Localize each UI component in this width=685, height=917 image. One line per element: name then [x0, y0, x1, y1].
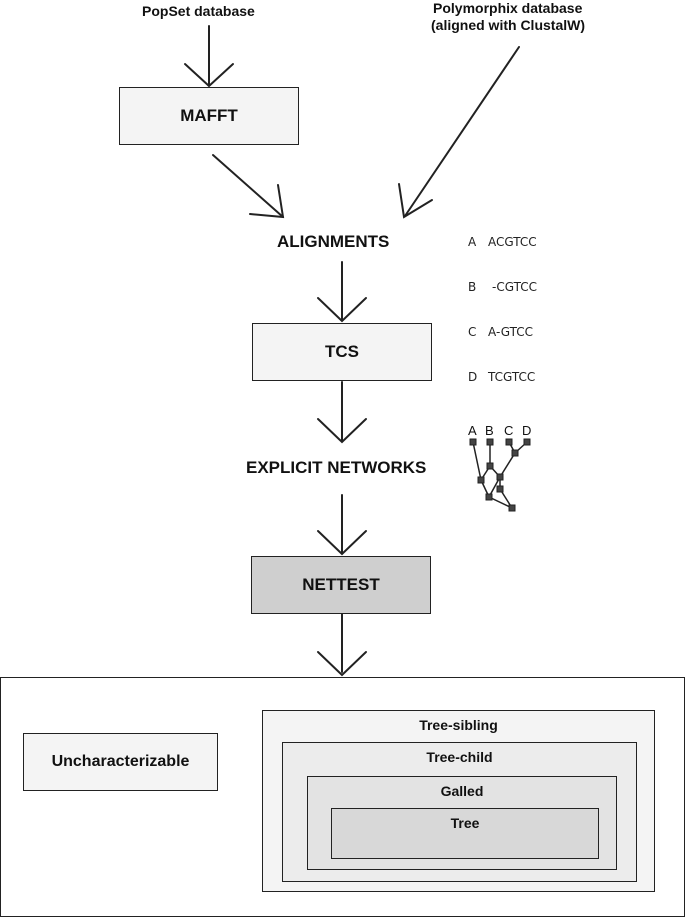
- arrow-tcs-to-networks: [317, 381, 367, 444]
- arrow-mafft-to-alignments: [212, 154, 285, 219]
- network-leaf-b: B: [485, 423, 494, 438]
- polymorphix-label-line2: (aligned with ClustalW): [431, 17, 585, 33]
- mafft-label: MAFFT: [180, 106, 238, 125]
- galled-label: Galled: [440, 783, 484, 799]
- popset-label: PopSet database: [142, 3, 255, 19]
- network-leaf-d: D: [522, 423, 532, 438]
- tree-label: Tree: [450, 815, 480, 831]
- polymorphix-label-line1: Polymorphix database: [433, 0, 583, 16]
- network-leaf-c: C: [504, 423, 514, 438]
- nettest-label: NETTEST: [302, 575, 380, 594]
- uncharacterizable-box: Uncharacterizable: [23, 733, 218, 791]
- tree-box: Tree: [331, 808, 599, 859]
- arrow-popset-to-mafft: [184, 25, 234, 88]
- tcs-box: TCS: [252, 323, 432, 381]
- alignments-label: ALIGNMENTS: [277, 232, 390, 251]
- explicit-networks-label: EXPLICIT NETWORKS: [246, 458, 427, 477]
- uncharacterizable-label: Uncharacterizable: [51, 753, 190, 770]
- arrow-nettest-to-classes: [317, 613, 367, 677]
- network-nodes: [469, 438, 531, 512]
- arrow-networks-to-nettest: [317, 494, 367, 556]
- tree-child-label: Tree-child: [426, 749, 493, 765]
- arrow-alignments-to-tcs: [317, 261, 367, 323]
- network-leaf-a: A: [468, 423, 477, 438]
- tcs-label: TCS: [325, 342, 359, 361]
- alignment-row: B-CGTCC: [468, 280, 537, 294]
- tree-sibling-label: Tree-sibling: [419, 717, 498, 733]
- arrow-polymorphix-to-alignments: [398, 46, 520, 219]
- nettest-box: NETTEST: [251, 556, 431, 614]
- mafft-box: MAFFT: [119, 87, 299, 145]
